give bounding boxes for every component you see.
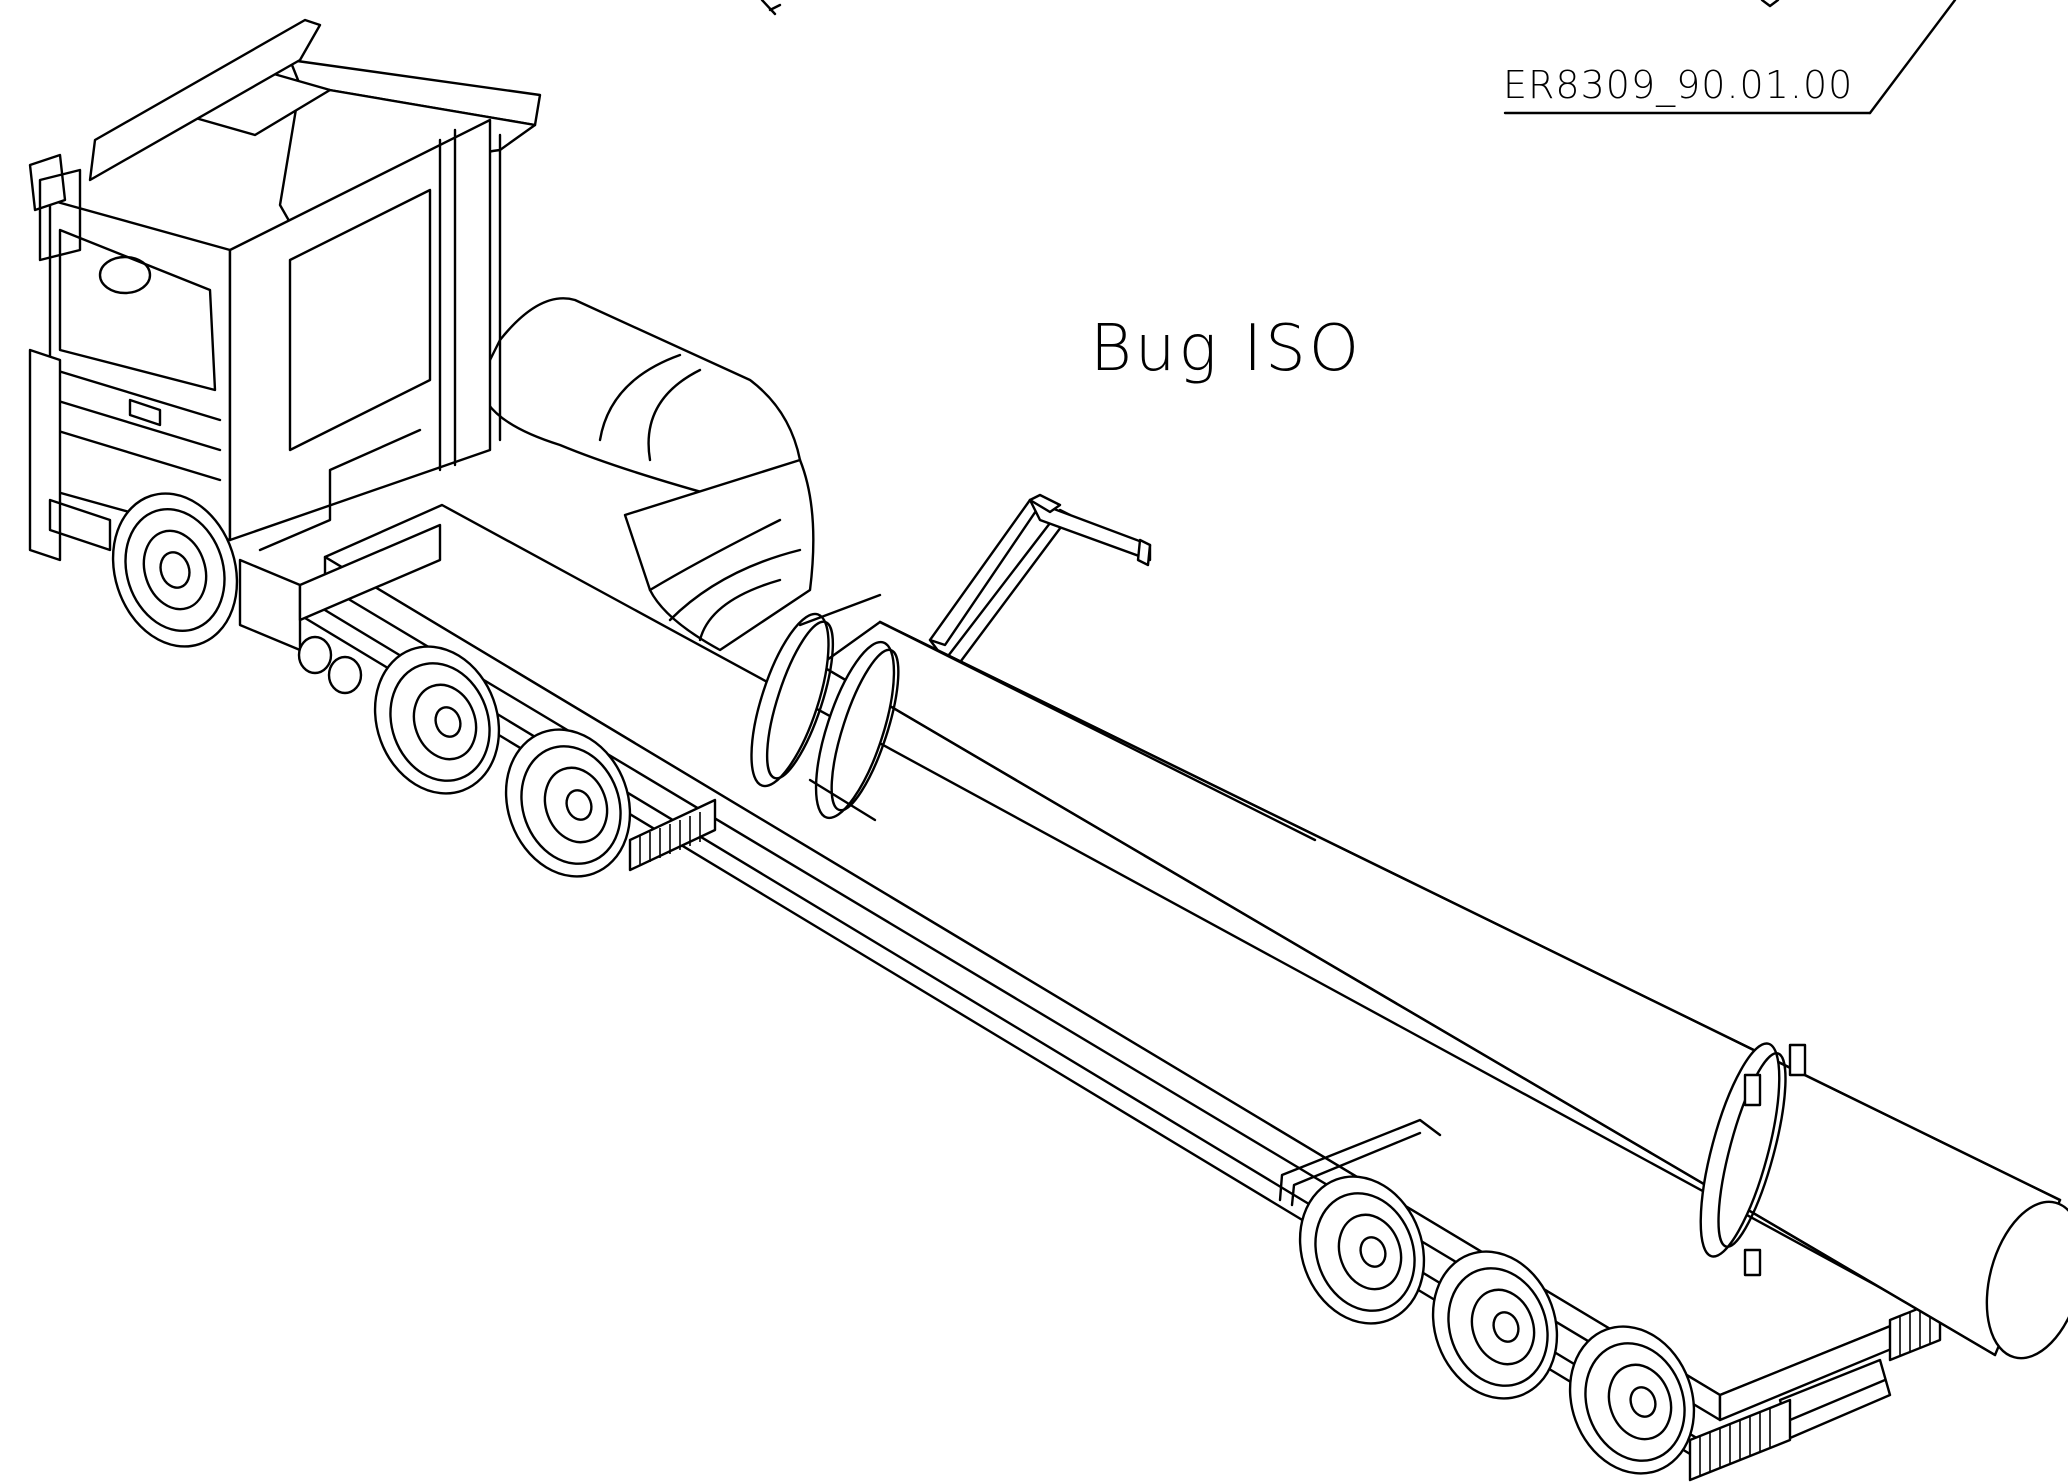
trailer-deck [298, 503, 1927, 1462]
drawing-number-tag: ER8309_90.01.00 [1503, 0, 1957, 115]
wheel [373, 645, 501, 795]
wheel [1298, 1175, 1426, 1325]
outrigger-frame [928, 493, 1152, 667]
cab-side-window [38, 168, 82, 262]
rear-skirt-ribs [628, 798, 1942, 1482]
trailer-wheels-rear [1278, 1118, 1696, 1475]
wheel [1568, 1325, 1696, 1475]
wheel [504, 728, 632, 878]
drawing-number: ER8309_90.01.00 [1503, 63, 1853, 108]
wheel [1431, 1250, 1559, 1400]
trailer-wheels-front [373, 645, 632, 878]
top-mid-mark [760, 0, 782, 16]
pipe-elbow [478, 297, 900, 822]
pipe-main [818, 620, 2068, 1360]
view-label: Bug ISO [1090, 312, 1362, 386]
cab-wheel [111, 492, 239, 648]
truck-cab [28, 18, 542, 695]
pipe-clamp-rear [1699, 1042, 1807, 1277]
top-right-mark [1760, 0, 1780, 8]
